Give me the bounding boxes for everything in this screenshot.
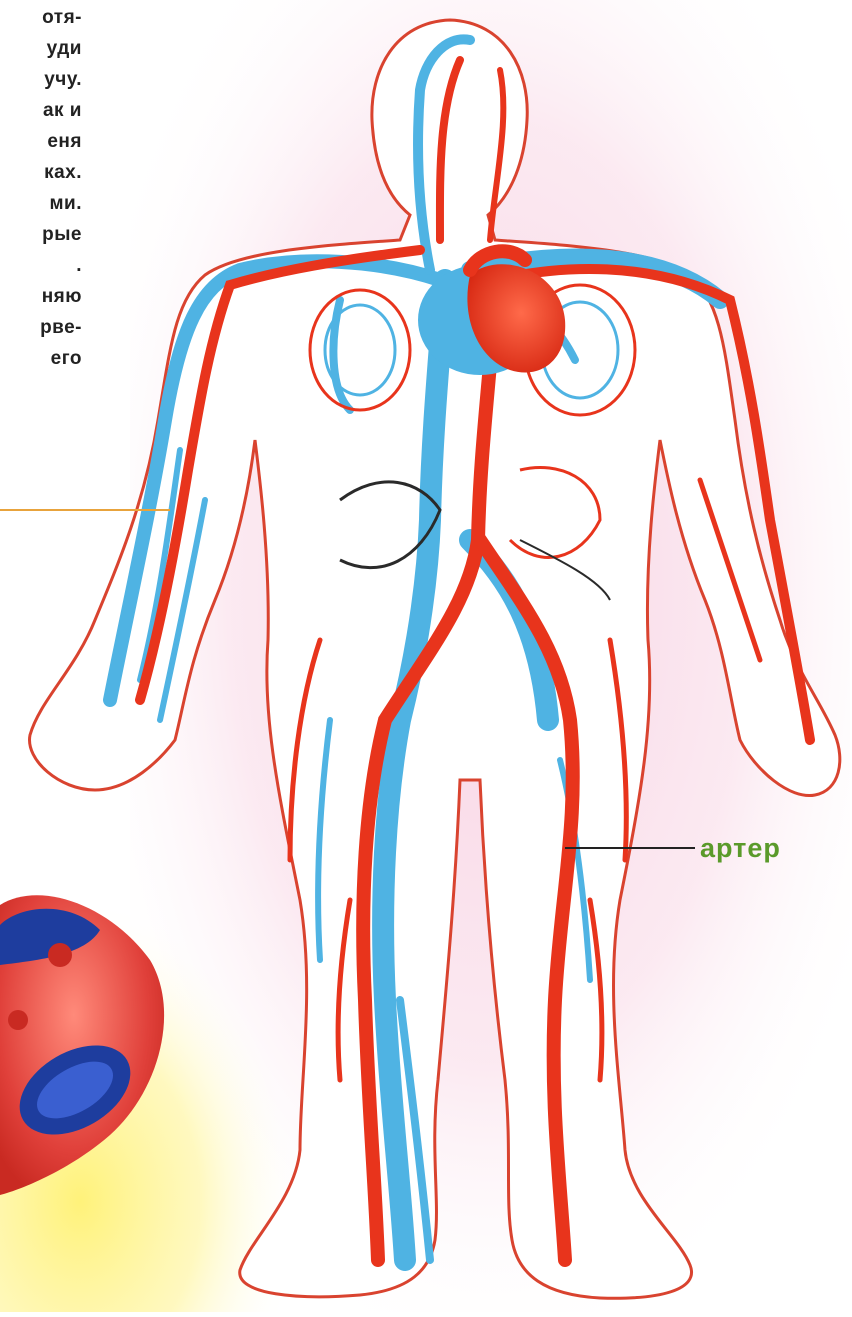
description-text: отя- уди учу. ак и еня ках. ми. рые . ня… [0,0,82,380]
text-line: няю [0,287,82,306]
text-line: ак и [0,101,82,120]
artery-label: артер [700,833,781,864]
text-line: ках. [0,163,82,182]
text-line: учу. [0,70,82,89]
text-line: уди [0,39,82,58]
text-line: рые [0,225,82,244]
text-line: его [0,349,82,368]
text-line: рве- [0,318,82,337]
text-line: отя- [0,8,82,27]
text-line: ми. [0,194,82,213]
text-line: еня [0,132,82,151]
text-line: . [0,256,82,275]
